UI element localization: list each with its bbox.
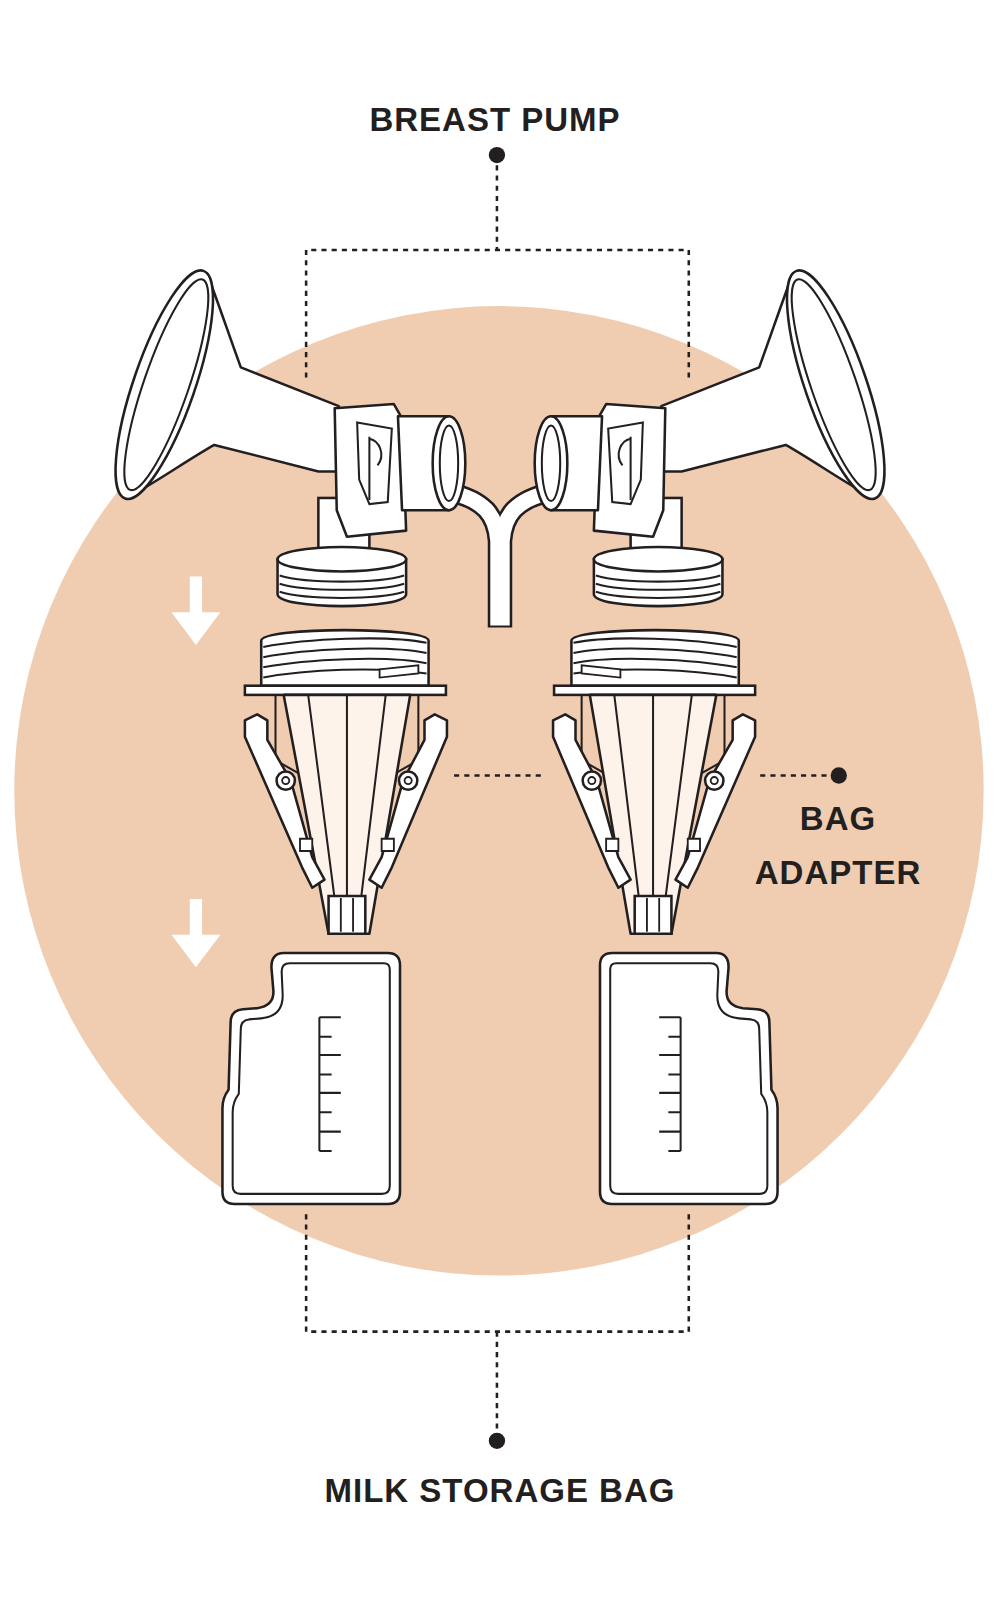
part-label: BREAST PUMP [369,101,620,138]
label-box: MILK STORAGE BAG [240,1464,760,1518]
leader-dot [489,1433,505,1449]
left-set [96,261,465,1204]
leader-line [760,774,839,777]
leader-dot [831,767,847,783]
down-arrow [171,899,220,967]
leader-line [454,774,541,777]
leader-dot [489,147,505,163]
bracket-line [306,1214,689,1331]
part-label: MILK STORAGE BAG [325,1472,676,1509]
leader-line [496,155,499,250]
label-box: BAG ADAPTER [748,792,928,900]
down-arrow [171,577,220,645]
tubing [449,492,551,626]
leader-line [496,1332,499,1441]
right-set [535,261,904,1204]
part-label: BAG ADAPTER [755,800,922,891]
label-box: BREAST PUMP [285,93,705,147]
leader-lines [306,155,839,1441]
bracket-line [306,250,689,378]
tubing-outline [449,492,551,628]
